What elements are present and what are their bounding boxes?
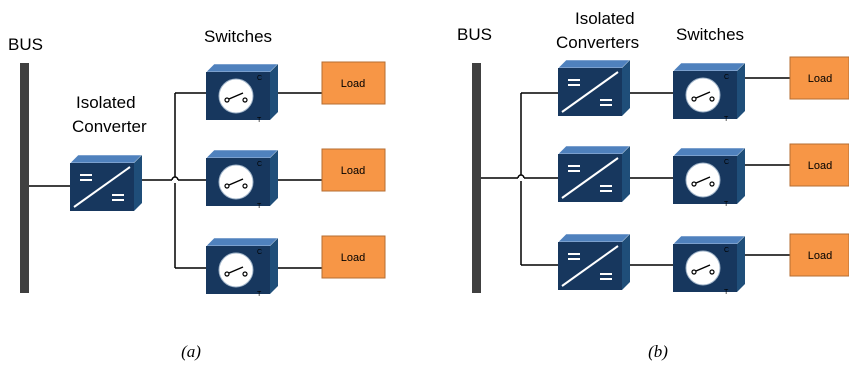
load-label: Load bbox=[808, 73, 832, 85]
bus-bar bbox=[20, 63, 29, 293]
wiring bbox=[481, 77, 790, 266]
switches-label: Switches bbox=[676, 25, 744, 44]
panel-b: BUS Isolated Converters Switches C T bbox=[457, 9, 849, 361]
load-label: Load bbox=[341, 165, 365, 177]
converter-label-line2: Converter bbox=[72, 117, 147, 136]
switch-terminal-c: C bbox=[724, 247, 729, 254]
switch-terminal-c: C bbox=[724, 159, 729, 166]
switch-block: C T bbox=[205, 237, 279, 298]
converters-label-line2: Converters bbox=[556, 33, 639, 52]
isolated-converter-block bbox=[557, 59, 631, 117]
caption-b: (b) bbox=[648, 342, 668, 361]
isolated-converter-block bbox=[557, 145, 631, 203]
load-box: Load bbox=[321, 148, 386, 192]
load-box: Load bbox=[321, 61, 386, 105]
load-box: Load bbox=[789, 233, 849, 277]
bus-label: BUS bbox=[457, 25, 492, 44]
panel-a: BUS Isolated Converter Switches C T C bbox=[8, 27, 386, 361]
switch-block: C T bbox=[672, 62, 746, 123]
switch-terminal-t: T bbox=[257, 117, 262, 124]
load-box: Load bbox=[789, 143, 849, 187]
load-box: Load bbox=[789, 56, 849, 100]
load-label: Load bbox=[808, 250, 832, 262]
load-label: Load bbox=[341, 252, 365, 264]
switch-block: C T bbox=[672, 235, 746, 296]
bus-bar bbox=[472, 63, 481, 293]
switch-block: C T bbox=[205, 63, 279, 124]
switch-terminal-t: T bbox=[724, 201, 729, 208]
switch-block: C T bbox=[672, 147, 746, 208]
converters-label-line1: Isolated bbox=[575, 9, 635, 28]
caption-a: (a) bbox=[181, 342, 201, 361]
load-label: Load bbox=[341, 78, 365, 90]
switch-terminal-t: T bbox=[724, 116, 729, 123]
isolated-converter-block bbox=[69, 154, 143, 212]
switch-terminal-c: C bbox=[257, 249, 262, 256]
switch-terminal-t: T bbox=[724, 289, 729, 296]
load-box: Load bbox=[321, 235, 386, 279]
isolated-converter-block bbox=[557, 233, 631, 291]
switch-block: C T bbox=[205, 149, 279, 210]
bus-label: BUS bbox=[8, 35, 43, 54]
wiring bbox=[29, 92, 322, 269]
switch-terminal-c: C bbox=[257, 161, 262, 168]
switch-terminal-c: C bbox=[257, 75, 262, 82]
converter-label-line1: Isolated bbox=[76, 93, 136, 112]
switch-terminal-t: T bbox=[257, 203, 262, 210]
switch-terminal-t: T bbox=[257, 291, 262, 298]
switches-label: Switches bbox=[204, 27, 272, 46]
load-label: Load bbox=[808, 160, 832, 172]
switch-terminal-c: C bbox=[724, 74, 729, 81]
